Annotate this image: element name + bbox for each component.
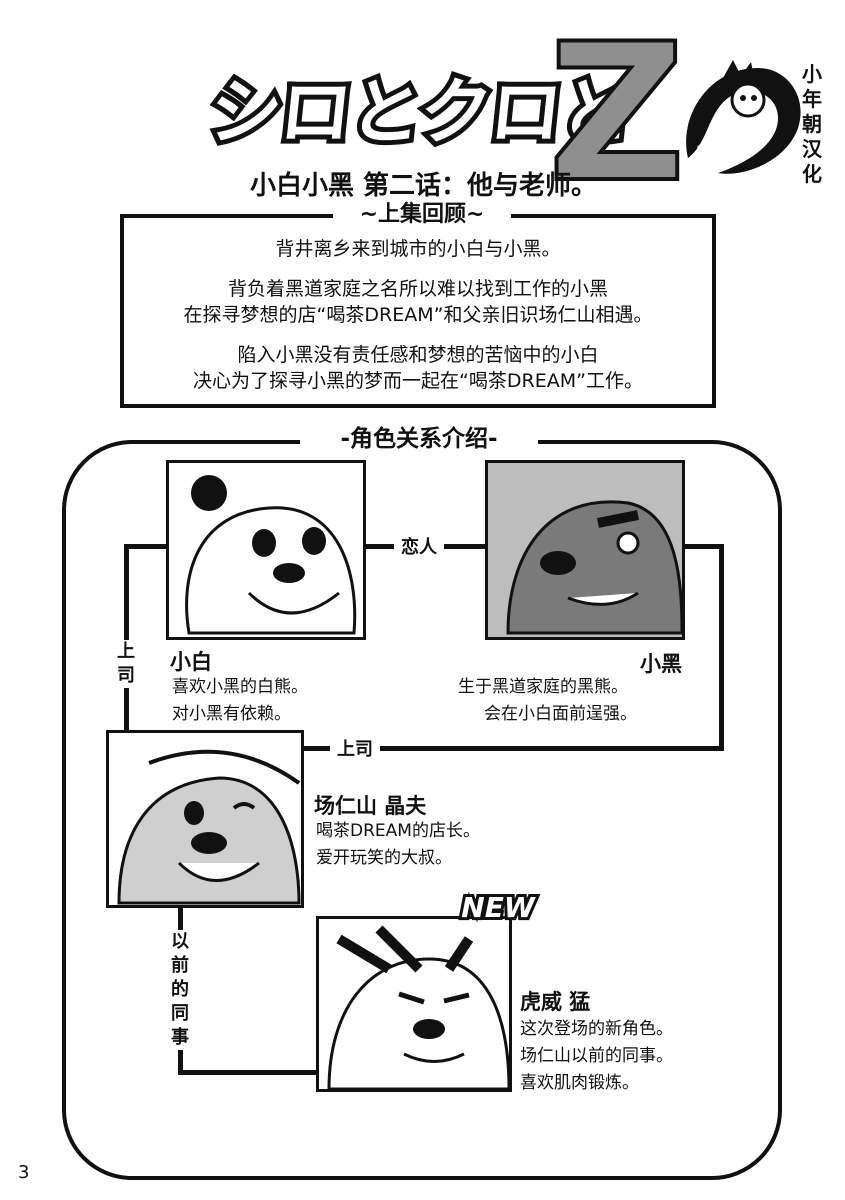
character-desc: 喜欢肌肉锻炼。	[520, 1073, 639, 1093]
new-character-badge: NEW	[452, 884, 544, 932]
chapter-subtitle: 小白小黑 第二话：他与老师。	[250, 171, 598, 201]
character-desc: 这次登场的新角色。	[520, 1019, 673, 1039]
recap-line: 背井离乡来到城市的小白与小黑。	[275, 238, 561, 260]
connector-line	[300, 746, 724, 751]
character-name: 小白	[170, 650, 212, 674]
recap-line: 决心为了探寻小黑的梦而一起在“喝茶DREAM”工作。	[193, 370, 643, 392]
character-desc: 对小黑有依赖。	[172, 704, 291, 724]
recap-heading: ~上集回顾~	[333, 202, 511, 228]
relation-label-boss: 上司	[330, 738, 380, 762]
character-desc: 场仁山以前的同事。	[520, 1046, 673, 1066]
connector-line	[124, 544, 129, 734]
character-desc: 喜欢小黑的白熊。	[172, 677, 308, 697]
character-portrait-xiaobai	[166, 460, 366, 640]
character-desc: 爱开玩笑的大叔。	[316, 848, 452, 868]
page-number: 3	[18, 1162, 30, 1183]
group-logo-dragon-icon	[686, 60, 801, 174]
character-name: 场仁山 晶夫	[314, 794, 427, 818]
black-bear-face-icon	[506, 500, 682, 635]
character-portrait-xiaohei	[485, 460, 685, 640]
connector-line	[719, 544, 724, 750]
character-desc: 喝茶DREAM的店长。	[316, 821, 480, 841]
tiger-face-icon	[327, 925, 509, 1089]
character-name: 虎威 猛	[520, 990, 591, 1014]
character-portrait-torai	[316, 916, 512, 1092]
relation-label-former-colleague: 以前的同事	[168, 930, 192, 1050]
tanuki-face-icon	[117, 749, 301, 905]
character-desc: 会在小白面前逞强。	[484, 704, 637, 724]
character-desc: 生于黑道家庭的黑熊。	[458, 677, 628, 697]
recap-line: 陷入小黑没有责任感和梦想的苦恼中的小白	[237, 344, 599, 366]
relations-heading: -角色关系介绍-	[300, 424, 538, 454]
connector-line	[178, 1070, 318, 1075]
new-badge-text: NEW	[458, 888, 537, 927]
title-z-letter: Z	[546, 3, 688, 224]
group-name-vertical: 小年朝汉化	[802, 62, 822, 186]
relation-label-lovers: 恋人	[394, 536, 444, 560]
character-name: 小黑	[640, 652, 682, 676]
relation-label-boss: 上司	[114, 640, 138, 688]
recap-line: 背负着黑道家庭之名所以难以找到工作的小黑	[227, 278, 608, 300]
recap-line: 在探寻梦想的店“喝茶DREAM”和父亲旧识场仁山相遇。	[183, 304, 653, 326]
character-portrait-banizan	[106, 730, 304, 908]
white-bear-face-icon	[185, 475, 357, 635]
